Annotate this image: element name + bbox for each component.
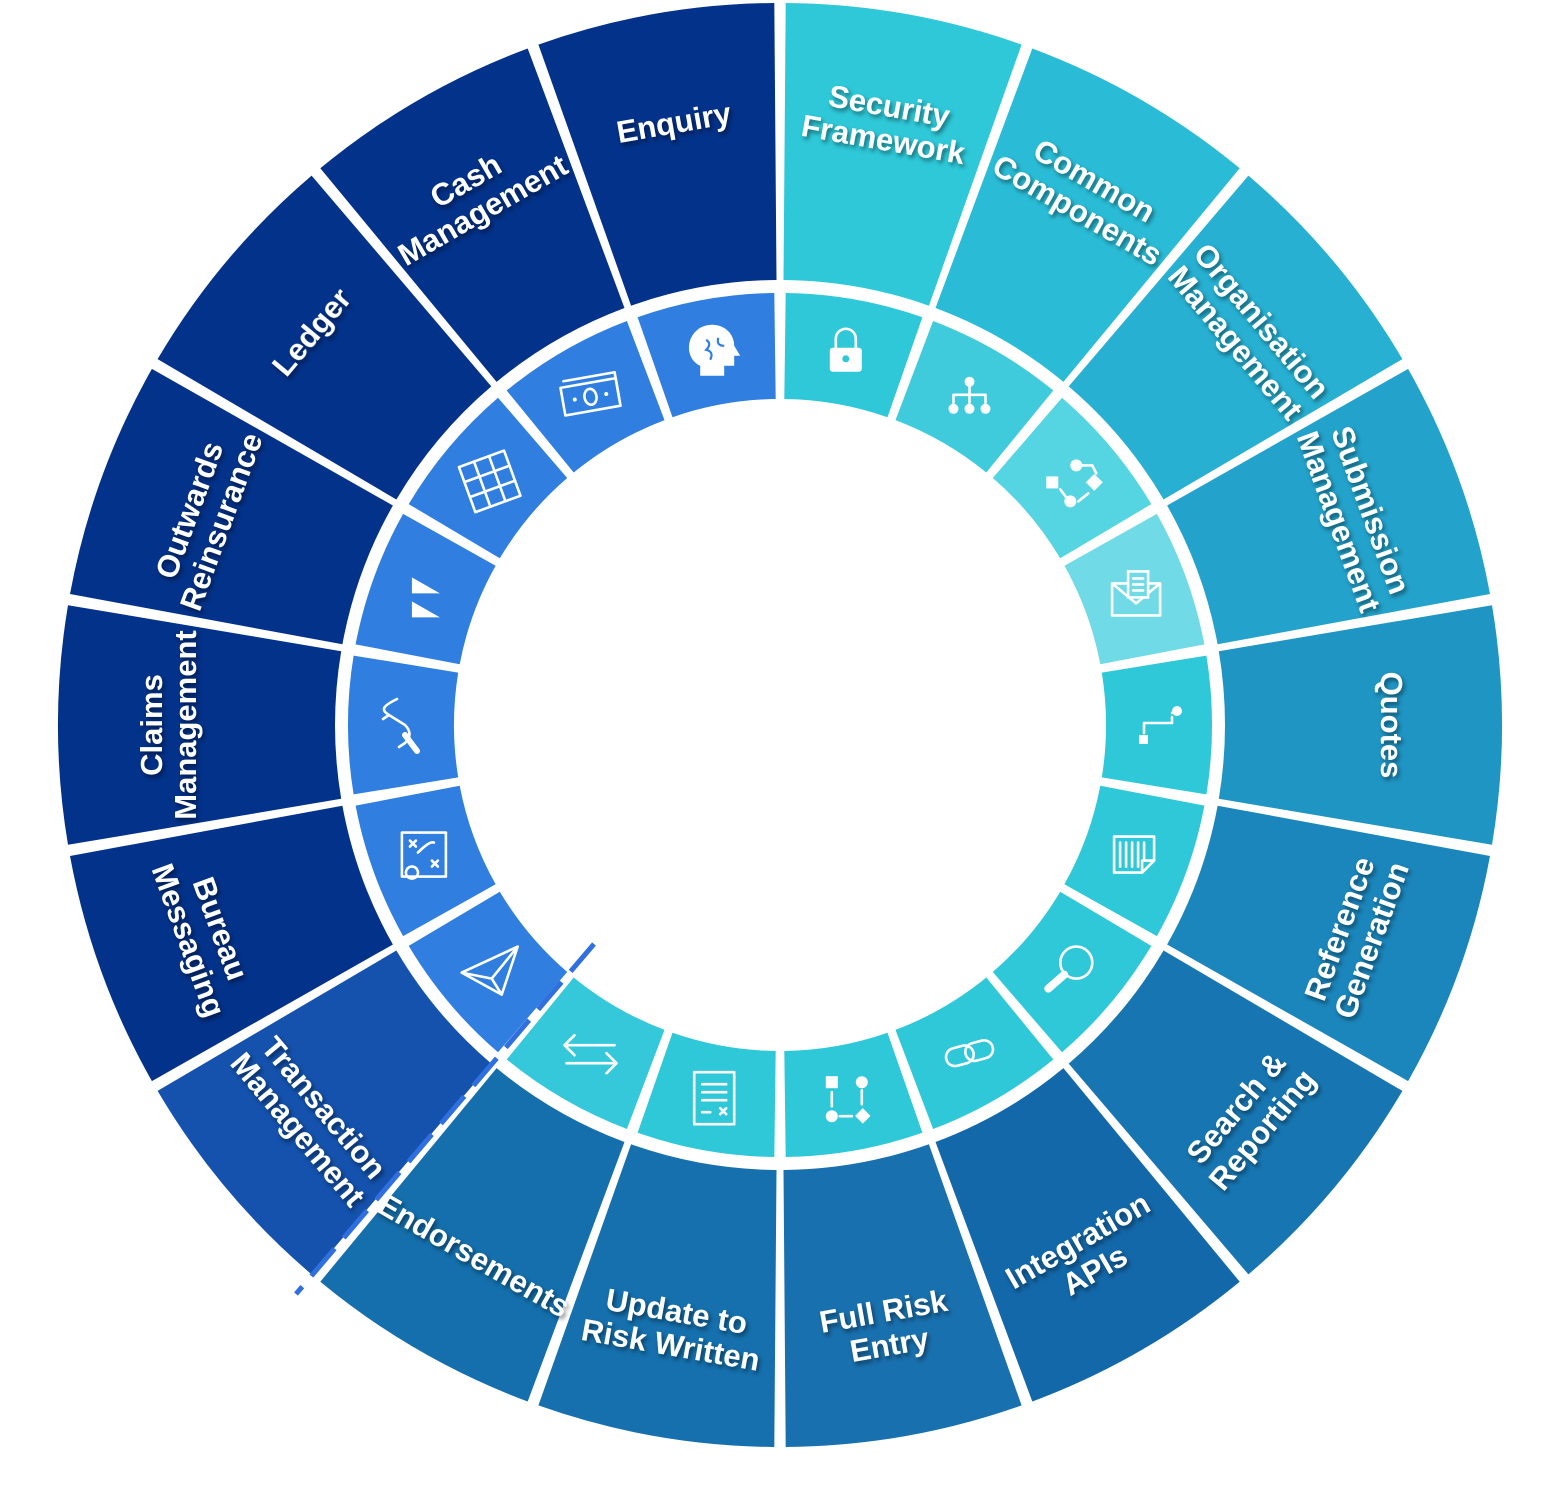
module-label-line: Claims <box>134 674 169 776</box>
swap-arrows-icon <box>563 1033 618 1075</box>
mail-document-icon <box>1110 570 1162 617</box>
outer-segment-13 <box>70 805 393 1082</box>
inner-ring <box>347 293 1213 1157</box>
inner-segment-3 <box>992 397 1152 559</box>
module-label-line: Management <box>168 630 203 819</box>
inner-segment-12 <box>408 891 568 1053</box>
inner-segment-5 <box>1101 655 1213 795</box>
inner-segment-9 <box>784 1032 923 1157</box>
outer-segment-6 <box>1167 805 1490 1082</box>
outer-segment-3 <box>1068 175 1403 500</box>
outer-segment-8 <box>935 1068 1240 1402</box>
hierarchy-icon <box>948 376 991 414</box>
outer-segment-9 <box>783 1144 1022 1447</box>
document-icon <box>1112 835 1156 874</box>
outer-segment-2 <box>935 48 1240 382</box>
paper-plane-icon <box>460 945 520 996</box>
grid-icon <box>457 449 522 514</box>
inner-segment-6 <box>1064 785 1205 937</box>
hand-icon <box>381 697 420 754</box>
brain-head-icon <box>688 324 741 376</box>
outer-segment-14 <box>57 605 342 845</box>
inner-segment-16 <box>408 397 568 559</box>
module-label-5: Quotes <box>1375 672 1410 779</box>
outer-segment-7 <box>1068 950 1403 1275</box>
outer-segment-5 <box>1218 605 1503 845</box>
outer-segment-15 <box>70 368 393 645</box>
module-label-14: ClaimsManagement <box>134 630 203 819</box>
outer-segment-17 <box>320 48 625 382</box>
inner-segment-7 <box>992 891 1152 1053</box>
outer-segment-11 <box>320 1068 625 1402</box>
outer-segment-10 <box>538 1144 777 1447</box>
outer-segment-16 <box>157 175 492 500</box>
lock-icon <box>829 327 862 372</box>
forward-icon <box>411 577 440 618</box>
form-icon <box>692 1070 736 1126</box>
banknote-icon <box>559 370 622 417</box>
inner-segment-10 <box>637 1032 776 1157</box>
strategy-board-icon <box>400 831 448 880</box>
inner-segment-13 <box>355 785 496 937</box>
module-label-line: Quotes <box>1375 672 1410 779</box>
dashed-divider <box>294 942 596 1296</box>
outer-segment-18 <box>538 3 777 306</box>
process-path-icon <box>1139 706 1182 744</box>
outer-segment-12 <box>157 950 492 1275</box>
inner-segment-11 <box>506 977 665 1129</box>
outer-segment-4 <box>1167 368 1490 645</box>
link-icon <box>944 1039 995 1068</box>
outer-segment-1 <box>783 3 1022 306</box>
outer-ring <box>57 3 1503 1447</box>
icon-layer <box>381 324 1182 1126</box>
search-icon <box>1044 945 1094 993</box>
inner-segment-2 <box>895 321 1054 473</box>
